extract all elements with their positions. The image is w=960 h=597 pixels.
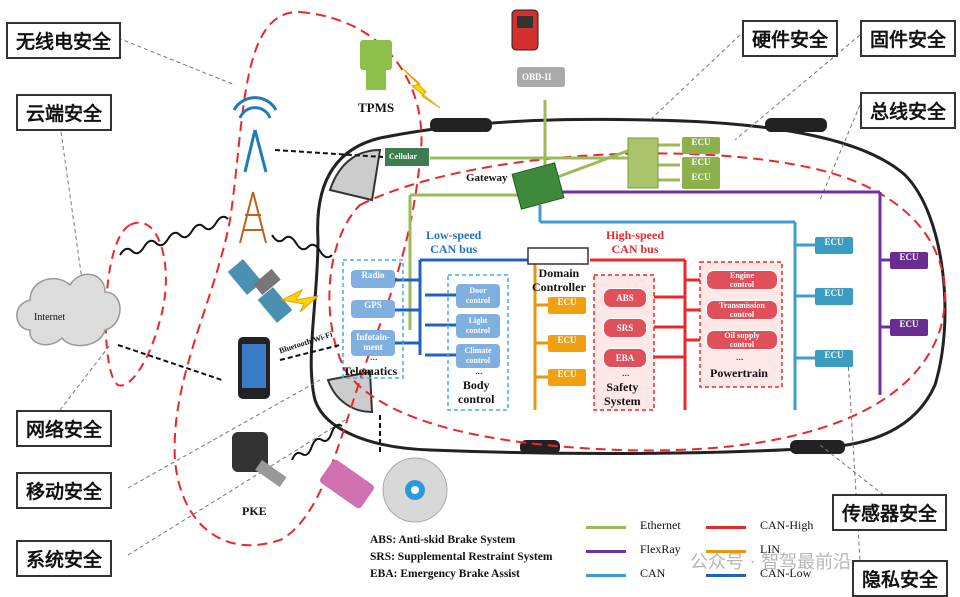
key-icon xyxy=(232,432,287,488)
telematics-infotainment: Infotain- ment xyxy=(351,330,395,356)
abbr-eba: EBA: Emergency Brake Assist xyxy=(370,568,520,580)
safety-eba: EBA xyxy=(603,348,647,368)
cellular-box xyxy=(385,148,429,166)
legend-can-low: CAN-Low xyxy=(760,566,812,580)
transmission-control: Transmission control xyxy=(706,300,778,320)
firmware-security-label: 固件安全 xyxy=(860,20,957,57)
ecu-can-3: ECU xyxy=(815,350,853,367)
powertrain-title: Powertrain xyxy=(710,366,768,380)
ecu-lin-2: ECU xyxy=(548,335,586,352)
ethernet-switch xyxy=(627,137,659,189)
high-speed-title: High-speed CAN bus xyxy=(606,228,665,256)
ecu-ethernet-1: ECU xyxy=(682,137,720,154)
legend-ethernet: Ethernet xyxy=(640,518,681,532)
obd-label: OBD-II xyxy=(522,72,552,82)
low-speed-title: Low-speed CAN bus xyxy=(426,228,482,256)
antenna-icon xyxy=(232,96,278,173)
legend-swatch-can-low xyxy=(706,574,746,577)
tpms-label: TPMS xyxy=(358,100,395,115)
ecu-ethernet-2: ECU xyxy=(682,157,720,174)
privacy-security-label: 隐私安全 xyxy=(852,560,949,597)
watermark: 公众号 · 智驾最前沿 xyxy=(690,552,852,573)
telematics-radio: Radio xyxy=(351,270,395,288)
wheel-front-left xyxy=(430,118,492,132)
legend-swatch-lin xyxy=(706,550,746,553)
ecu-ethernet-3: ECU xyxy=(682,172,720,189)
telematics-more: ... xyxy=(370,352,378,363)
network-security-label: 网络安全 xyxy=(16,410,113,447)
obd-box xyxy=(517,67,565,87)
legend-can-high: CAN-High xyxy=(760,518,814,532)
cloud-security-label: 云端安全 xyxy=(16,94,113,131)
lightning-icon xyxy=(401,67,441,109)
climate-control: Climate control xyxy=(456,344,500,368)
ecu-can-2: ECU xyxy=(815,288,853,305)
windshield xyxy=(328,148,382,202)
wave-key-car xyxy=(291,423,343,461)
safety-system-title: Safety System xyxy=(604,380,641,408)
hardware-security-label: 硬件安全 xyxy=(742,20,839,57)
ecu-lin-3: ECU xyxy=(548,369,586,386)
ecu-flexray-2: ECU xyxy=(890,319,928,336)
legend-swatch-can-high xyxy=(706,526,746,529)
wireless-security-label: 无线电安全 xyxy=(6,22,122,59)
ecu-can-1: ECU xyxy=(815,237,853,254)
wave-cloud-antenna xyxy=(119,215,229,256)
body-control-group xyxy=(447,274,509,411)
internet-label: Internet xyxy=(34,312,66,323)
cellular-label: Cellular xyxy=(389,152,417,161)
legend-can: CAN xyxy=(640,566,666,580)
wheel-rear-left xyxy=(520,440,560,454)
telematics-group xyxy=(342,259,404,379)
oil-supply-control: Oil supply control xyxy=(706,330,778,350)
gateway-label: Gateway xyxy=(466,172,508,184)
domain-controller-box xyxy=(527,247,589,265)
legend-lin: LIN xyxy=(760,542,780,556)
vehicle-network-region xyxy=(328,152,946,452)
safety-more: ... xyxy=(622,368,630,379)
domain-controller-label: Domain Controller xyxy=(532,266,586,294)
door-control: Door control xyxy=(456,284,500,308)
powertrain-more: ... xyxy=(736,352,744,363)
abbr-srs: SRS: Supplemental Restraint System xyxy=(370,551,553,563)
safety-abs: ABS xyxy=(603,288,647,308)
legend-swatch-ethernet xyxy=(586,526,626,529)
internet-cloud-icon xyxy=(16,273,121,347)
telematics-title: Telematics xyxy=(343,364,398,378)
satellite-icon xyxy=(227,259,293,323)
telematics-gps: GPS xyxy=(351,300,395,318)
cell-tower-icon xyxy=(239,191,267,244)
sensor-security-label: 传感器安全 xyxy=(832,494,948,531)
bus-security-label: 总线安全 xyxy=(860,92,957,129)
ecu-lin-1: ECU xyxy=(548,297,586,314)
legend-swatch-flexray xyxy=(586,550,626,553)
wheel-rear-right xyxy=(790,440,845,454)
body-more: ... xyxy=(475,366,483,377)
body-control-title: Body control xyxy=(458,378,495,406)
legend-swatch-can xyxy=(586,574,626,577)
abbr-abs: ABS: Anti-skid Brake System xyxy=(370,534,516,546)
usb-icon xyxy=(320,459,374,509)
system-security-label: 系统安全 xyxy=(16,540,113,577)
wheel-front-right xyxy=(765,118,827,132)
gateway-board xyxy=(511,162,565,210)
legend-flexray: FlexRay xyxy=(640,542,681,556)
engine-control: Engine control xyxy=(706,270,778,290)
mobile-security-label: 移动安全 xyxy=(16,472,113,509)
safety-srs: SRS xyxy=(603,318,647,338)
pke-label: PKE xyxy=(242,504,267,518)
light-control: Light control xyxy=(456,314,500,338)
wave-tower-car xyxy=(271,234,333,259)
ecu-flexray-1: ECU xyxy=(890,252,928,269)
tpms-icon xyxy=(360,40,392,90)
